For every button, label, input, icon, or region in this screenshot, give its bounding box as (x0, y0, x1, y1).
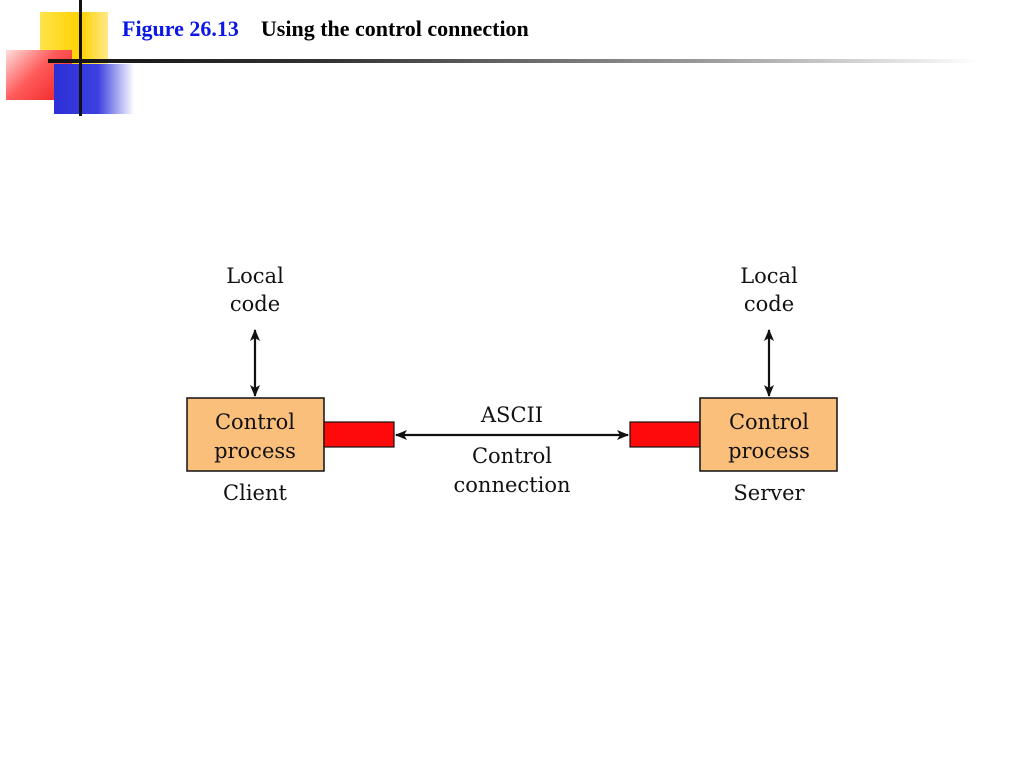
client-box-label-line1: Control (215, 410, 295, 434)
client-local-code-label-line1: Local (226, 264, 284, 288)
client-box-label-line2: process (214, 439, 296, 463)
client-port (323, 421, 395, 448)
connection-label-line2: connection (454, 473, 571, 497)
slide-title: Figure 26.13 Using the control connection (122, 16, 529, 48)
header-rule-vertical (79, 0, 82, 116)
figure-title: Using the control connection (260, 16, 529, 41)
server-port (629, 421, 701, 448)
client-caption: Client (223, 481, 287, 505)
server-caption: Server (733, 481, 805, 505)
header-decoration-blue-square (54, 64, 134, 114)
client-local-code-label-line2: code (230, 292, 280, 316)
server-control-process-box (699, 397, 838, 472)
connection-ascii-label: ASCII (480, 403, 543, 427)
figure-number: Figure 26.13 (122, 16, 239, 41)
header-rule-horizontal (48, 59, 980, 63)
server-local-code-label-line1: Local (740, 264, 798, 288)
server-local-code-label-line2: code (744, 292, 794, 316)
connection-label-line1: Control (472, 444, 552, 468)
server-box-label-line1: Control (729, 410, 809, 434)
server-box-label-line2: process (728, 439, 810, 463)
